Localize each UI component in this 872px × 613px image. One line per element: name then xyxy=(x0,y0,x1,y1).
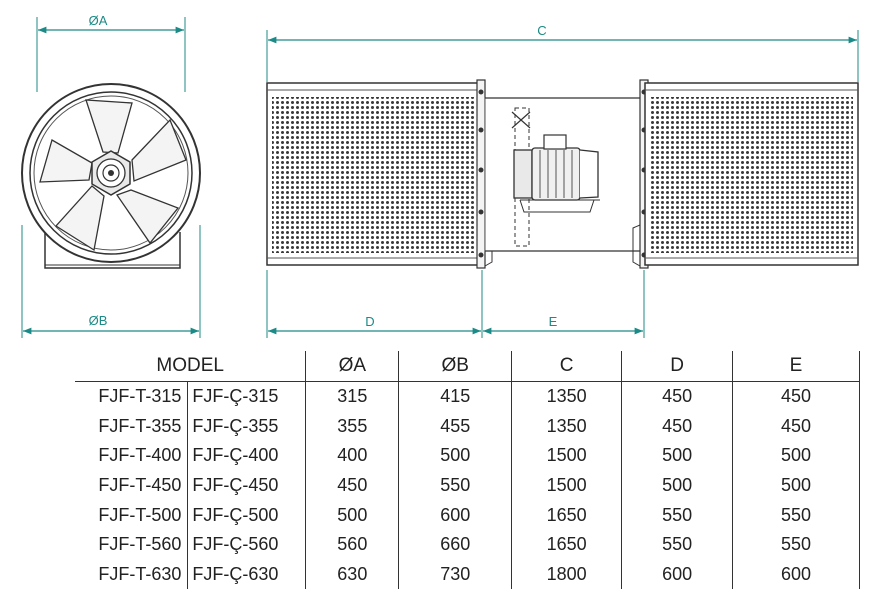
value-c: 1650 xyxy=(511,529,623,560)
value-e: 550 xyxy=(732,500,860,530)
value-a: 560 xyxy=(305,529,400,560)
value-d: 550 xyxy=(621,500,734,530)
column-header-e: E xyxy=(732,351,860,382)
model-t: FJF-T-315 xyxy=(75,381,189,412)
value-b: 550 xyxy=(398,470,513,501)
model-t: FJF-T-400 xyxy=(75,441,189,471)
model-t: FJF-T-450 xyxy=(75,470,189,501)
value-c: 1350 xyxy=(511,411,623,442)
model-c: FJF-Ç-400 xyxy=(187,441,307,471)
value-a: 630 xyxy=(305,559,400,590)
model-c: FJF-Ç-450 xyxy=(187,470,307,501)
column-header-model: MODEL xyxy=(75,351,307,382)
model-c: FJF-Ç-560 xyxy=(187,529,307,560)
dimension-e-label: E xyxy=(549,314,558,329)
table-row: FJF-T-500 FJF-Ç-500 500 600 1650 550 550 xyxy=(75,500,860,530)
value-e: 450 xyxy=(732,381,860,412)
model-c: FJF-Ç-500 xyxy=(187,500,307,530)
table-header-row: MODEL ØA ØB C D E xyxy=(75,351,860,382)
value-e: 500 xyxy=(732,470,860,501)
value-a: 400 xyxy=(305,441,400,471)
value-c: 1500 xyxy=(511,441,623,471)
dimension-c: C xyxy=(266,23,859,82)
model-c: FJF-Ç-630 xyxy=(187,559,307,590)
dimension-a: ØA xyxy=(36,13,186,92)
model-c: FJF-Ç-315 xyxy=(187,381,307,412)
value-d: 500 xyxy=(621,470,734,501)
value-a: 500 xyxy=(305,500,400,530)
value-a: 355 xyxy=(305,411,400,442)
value-a: 450 xyxy=(305,470,400,501)
table-row: FJF-T-315 FJF-Ç-315 315 415 1350 450 450 xyxy=(75,381,860,412)
value-d: 600 xyxy=(621,559,734,590)
column-header-c: C xyxy=(511,351,623,382)
model-t: FJF-T-500 xyxy=(75,500,189,530)
model-t: FJF-T-355 xyxy=(75,411,189,442)
value-c: 1350 xyxy=(511,381,623,412)
table-row: FJF-T-355 FJF-Ç-355 355 455 1350 450 450 xyxy=(75,411,860,442)
fan-side-view xyxy=(266,79,859,269)
dimension-a-label: ØA xyxy=(89,13,108,28)
value-c: 1500 xyxy=(511,470,623,501)
value-e: 450 xyxy=(732,411,860,442)
value-e: 500 xyxy=(732,441,860,471)
model-c: FJF-Ç-355 xyxy=(187,411,307,442)
value-c: 1650 xyxy=(511,500,623,530)
table-row: FJF-T-450 FJF-Ç-450 450 550 1500 500 500 xyxy=(75,470,860,501)
dimension-b: ØB xyxy=(21,225,201,338)
value-b: 415 xyxy=(398,381,513,412)
model-t: FJF-T-560 xyxy=(75,529,189,560)
value-b: 600 xyxy=(398,500,513,530)
value-d: 500 xyxy=(621,441,734,471)
value-d: 450 xyxy=(621,381,734,412)
technical-drawing: ØA ØB xyxy=(21,13,859,338)
dimension-d: D xyxy=(266,270,483,338)
value-b: 500 xyxy=(398,441,513,471)
value-d: 550 xyxy=(621,529,734,560)
spec-table: MODEL ØA ØB C D E FJF-T-315 FJF-Ç-315 31… xyxy=(75,351,860,590)
table-row: FJF-T-400 FJF-Ç-400 400 500 1500 500 500 xyxy=(75,441,860,471)
table-row: FJF-T-560 FJF-Ç-560 560 660 1650 550 550 xyxy=(75,529,860,560)
value-d: 450 xyxy=(621,411,734,442)
value-c: 1800 xyxy=(511,559,623,590)
model-t: FJF-T-630 xyxy=(75,559,189,590)
table-row: FJF-T-630 FJF-Ç-630 630 730 1800 600 600 xyxy=(75,559,860,590)
value-e: 550 xyxy=(732,529,860,560)
dimension-e: E xyxy=(483,270,645,338)
value-a: 315 xyxy=(305,381,400,412)
dimension-c-label: C xyxy=(537,23,546,38)
value-e: 600 xyxy=(732,559,860,590)
value-b: 455 xyxy=(398,411,513,442)
dimension-b-label: ØB xyxy=(89,313,108,328)
value-b: 730 xyxy=(398,559,513,590)
column-header-a: ØA xyxy=(305,351,400,382)
dimension-d-label: D xyxy=(365,314,374,329)
column-header-d: D xyxy=(621,351,734,382)
value-b: 660 xyxy=(398,529,513,560)
fan-front-view xyxy=(21,83,201,269)
column-header-b: ØB xyxy=(398,351,513,382)
